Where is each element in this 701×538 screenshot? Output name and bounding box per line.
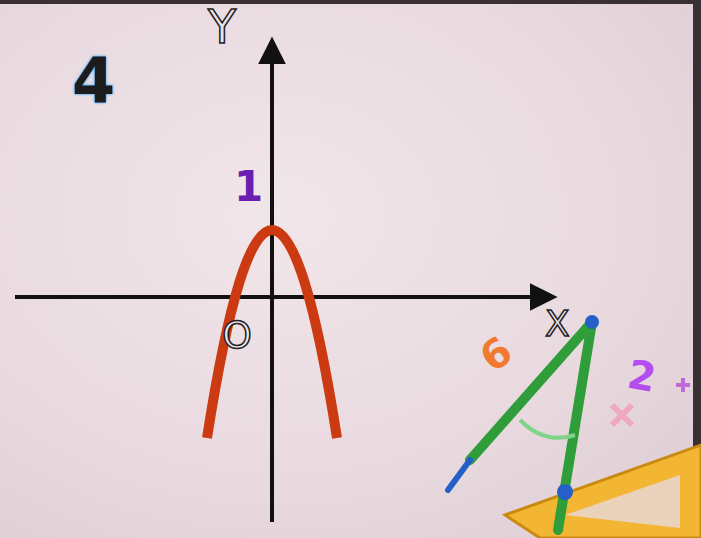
frame-edge — [0, 0, 701, 4]
set-square-hole — [565, 475, 680, 528]
decor-number: 2 — [625, 354, 659, 398]
plus-sign — [676, 378, 690, 392]
compass-leg — [558, 322, 592, 530]
times-sign — [612, 405, 632, 425]
tick-label: 1 — [234, 166, 263, 208]
axis-label: X — [545, 306, 570, 342]
origin-label: O — [222, 316, 252, 354]
compass-joint — [557, 484, 573, 500]
set-square — [505, 445, 701, 538]
parabola — [207, 230, 337, 438]
decor-number: 6 — [473, 330, 519, 379]
compass-pencil — [448, 460, 470, 490]
compass-arc — [520, 420, 575, 438]
compass-hinge — [585, 315, 599, 329]
axis-label: Y — [208, 4, 236, 50]
problem-number: 4 — [72, 50, 115, 112]
x-axis — [15, 295, 552, 299]
y-axis — [270, 42, 274, 522]
